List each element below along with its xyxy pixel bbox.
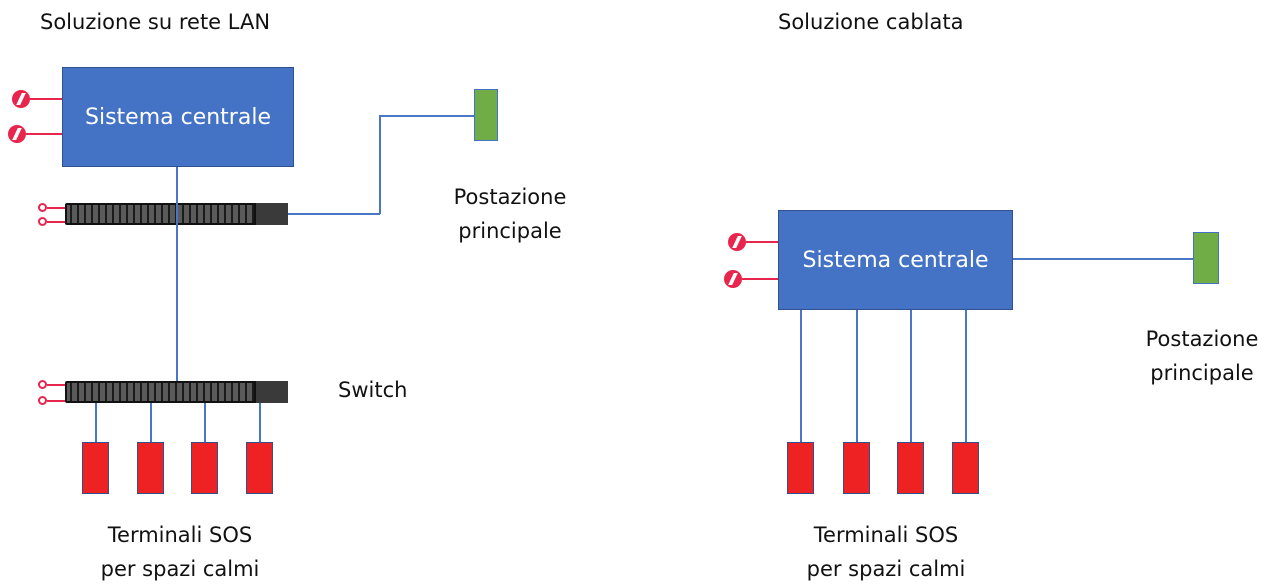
- left-central-system: Sistema centrale: [62, 67, 294, 167]
- sos-terminal: [82, 442, 109, 494]
- power-cable: [47, 221, 65, 223]
- right-postazione-label: Postazione principale: [1145, 327, 1259, 385]
- cable-wire: [1013, 258, 1193, 260]
- terminal-wire: [965, 310, 967, 443]
- power-icon: [12, 90, 30, 108]
- sos-terminal: [843, 442, 870, 494]
- power-icon: [8, 125, 26, 143]
- power-cable: [30, 98, 62, 100]
- power-small-icon: [38, 203, 47, 212]
- lan-wire: [379, 115, 474, 117]
- power-icon: [728, 233, 746, 251]
- power-small-icon: [38, 217, 47, 226]
- left-postazione-label: Postazione principale: [453, 185, 567, 243]
- right-central-label: Sistema centrale: [802, 247, 989, 273]
- left-postazione: [474, 89, 498, 141]
- power-icon: [724, 270, 742, 288]
- power-cable: [47, 400, 65, 402]
- bottom-switch: [65, 381, 288, 403]
- power-cable: [26, 133, 62, 135]
- left-terminals-label: Terminali SOS per spazi calmi: [100, 523, 260, 581]
- right-postazione: [1193, 232, 1219, 284]
- power-cable: [47, 384, 65, 386]
- sos-terminal: [191, 442, 218, 494]
- terminal-wire: [204, 403, 206, 443]
- terminal-wire: [150, 403, 152, 443]
- terminal-wire: [910, 310, 912, 443]
- power-small-icon: [38, 380, 47, 389]
- left-central-label: Sistema centrale: [85, 104, 271, 130]
- sos-terminal: [246, 442, 273, 494]
- lan-wire: [288, 213, 380, 215]
- sos-terminal: [952, 442, 979, 494]
- sos-terminal: [897, 442, 924, 494]
- left-title: Soluzione su rete LAN: [40, 10, 271, 34]
- right-title: Soluzione cablata: [778, 10, 964, 34]
- terminal-wire: [856, 310, 858, 443]
- sos-terminal: [137, 442, 164, 494]
- lan-wire: [176, 167, 178, 383]
- power-cable: [742, 278, 778, 280]
- terminal-wire: [259, 403, 261, 443]
- power-small-icon: [38, 396, 47, 405]
- power-cable: [746, 241, 778, 243]
- terminal-wire: [800, 310, 802, 443]
- sos-terminal: [787, 442, 814, 494]
- right-terminals-label: Terminali SOS per spazi calmi: [806, 523, 966, 581]
- right-central-system: Sistema centrale: [778, 210, 1013, 310]
- terminal-wire: [95, 403, 97, 443]
- lan-wire: [379, 115, 381, 214]
- power-cable: [47, 207, 65, 209]
- switch-label: Switch: [338, 378, 408, 402]
